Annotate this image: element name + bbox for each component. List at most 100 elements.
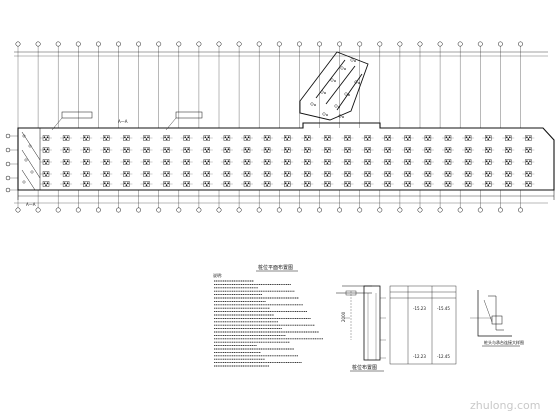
watermark: zhulong.com <box>470 399 540 412</box>
detail-title: 桩位布置图 <box>352 364 377 371</box>
axis-bubble <box>296 207 302 213</box>
axis-bubble <box>256 41 262 47</box>
pile-cap <box>522 135 535 141</box>
pile-cap <box>381 171 394 177</box>
pile-cap <box>502 181 515 187</box>
pile-cap <box>220 135 233 141</box>
pile-cap <box>200 171 213 177</box>
pile-cap <box>180 147 193 153</box>
axis-bubble <box>95 207 101 213</box>
pile-cap <box>160 159 173 165</box>
pile <box>338 114 342 118</box>
pile-cap <box>120 147 133 153</box>
pile <box>354 60 356 62</box>
axis-bubble <box>5 147 11 153</box>
pile-cap <box>261 135 274 141</box>
pile-cap <box>321 135 334 141</box>
axis-bubble <box>417 41 423 47</box>
pile-cap <box>301 159 314 165</box>
pile-cap <box>301 181 314 187</box>
pile-cap <box>180 171 193 177</box>
axis-bubble <box>136 41 142 47</box>
pile-cap <box>482 135 495 141</box>
pile-cap <box>401 135 414 141</box>
pile-cap <box>40 147 52 153</box>
ramp-wing <box>299 51 369 121</box>
pile <box>320 90 324 94</box>
axis-bubble <box>216 207 222 213</box>
pile-cap <box>180 135 193 141</box>
detail-dim-label: 2000 <box>341 311 346 322</box>
detail-table <box>389 285 457 365</box>
notes-lines <box>214 280 323 367</box>
pile-cap <box>502 171 515 177</box>
pile <box>338 106 340 108</box>
pile-cap <box>361 135 374 141</box>
pile-cap <box>462 181 475 187</box>
pile-cap <box>341 147 354 153</box>
pile-cap <box>120 181 133 187</box>
pile-cap <box>60 159 73 165</box>
pile-cap <box>140 147 153 153</box>
axis-bubble <box>377 207 383 213</box>
pile-cap <box>522 159 535 165</box>
axis-bubble <box>437 41 443 47</box>
pile-cap <box>100 171 113 177</box>
pile-cap <box>341 171 354 177</box>
axis-bubble <box>35 207 41 213</box>
axis-bubble <box>236 41 242 47</box>
axis-bubble <box>116 207 121 213</box>
pile-cap <box>482 147 495 153</box>
pile-cap <box>120 159 133 165</box>
pile-cap <box>462 159 475 165</box>
pile-cap <box>522 181 535 187</box>
pile <box>24 158 28 162</box>
axis-bubble <box>477 207 483 213</box>
corner-zone <box>18 127 41 191</box>
pile <box>22 134 26 138</box>
axis-bubble <box>5 175 11 181</box>
pile <box>358 82 360 84</box>
pile <box>310 102 314 106</box>
pile-cap <box>401 171 414 177</box>
pile <box>314 104 316 106</box>
pile-cap <box>60 181 73 187</box>
axis-bubble <box>5 161 11 167</box>
pile-cap <box>40 159 52 165</box>
pile-cap <box>140 171 153 177</box>
pile-cap <box>442 147 454 153</box>
axis-bubble <box>15 41 21 47</box>
axis-bubble <box>176 41 182 47</box>
pile <box>348 94 350 96</box>
pile-cap <box>281 159 294 165</box>
pile <box>350 58 354 62</box>
pile-cap <box>321 171 334 177</box>
pile <box>28 144 32 148</box>
pile-cap <box>220 147 233 153</box>
node-title: 桩头与承台连接大样图 <box>484 339 524 345</box>
pile <box>342 116 344 118</box>
pile-cap <box>462 147 475 153</box>
axis-bubble <box>196 41 202 47</box>
pile-cap <box>321 181 334 187</box>
axis-bubble <box>296 41 302 47</box>
pile-cap <box>261 159 274 165</box>
section-mark-top: A—A <box>118 119 128 124</box>
section-mark-bottom: A—A <box>26 202 36 207</box>
ramp-pile-group <box>310 58 360 118</box>
pile-cap <box>361 159 374 165</box>
pile-cap <box>381 159 394 165</box>
axis-grid-top <box>14 41 548 128</box>
pile-cap <box>281 147 294 153</box>
axis-bubble <box>357 41 363 47</box>
pile-cap <box>80 159 93 165</box>
axis-bubble <box>256 207 262 213</box>
pile <box>340 66 344 70</box>
pile-cap <box>180 159 193 165</box>
pile-cap <box>321 159 334 165</box>
axis-grid-bottom <box>14 190 548 213</box>
axis-bubble <box>176 207 182 213</box>
pile-cap <box>401 147 414 153</box>
axis-bubble <box>55 41 61 47</box>
